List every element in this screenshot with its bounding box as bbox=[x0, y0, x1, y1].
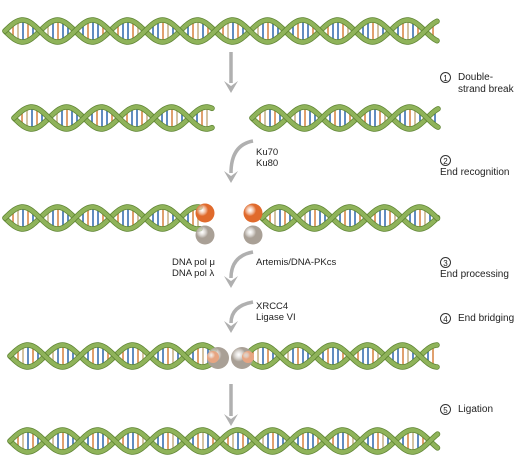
step-4: 4 End bridging bbox=[440, 313, 514, 325]
step-3: 3End processing bbox=[440, 257, 526, 281]
strand-a bbox=[3, 204, 202, 232]
protein-layer bbox=[195, 203, 263, 369]
strand-b bbox=[243, 342, 439, 370]
ligase-label: Ligase VI bbox=[256, 312, 296, 323]
strand-b bbox=[12, 104, 214, 132]
step-number-3: 3 bbox=[440, 257, 451, 268]
arrow-5 bbox=[224, 384, 238, 426]
arrow-1 bbox=[224, 52, 238, 93]
step-2: 2End recognition bbox=[440, 155, 526, 179]
xrcc4-label: XRCC4 bbox=[256, 301, 289, 312]
ku80-right bbox=[243, 225, 263, 245]
strand-b bbox=[8, 342, 216, 370]
step-1: 1 Double-strand break bbox=[440, 72, 522, 96]
step-number-1: 1 bbox=[440, 72, 451, 83]
ku80-label: Ku80 bbox=[256, 158, 279, 169]
dna-intact bbox=[2, 17, 440, 45]
ku70-right bbox=[243, 203, 263, 223]
step-label-1: Double-strand break bbox=[458, 72, 514, 95]
step-label-5: Ligation bbox=[458, 404, 494, 415]
strand-b bbox=[250, 104, 440, 132]
strand-b bbox=[3, 17, 439, 45]
ku70-label: Ku70 bbox=[256, 147, 279, 158]
arrow-head bbox=[224, 414, 238, 426]
arrow-4 bbox=[224, 300, 254, 333]
arrow-3 bbox=[224, 250, 254, 288]
bridge-ku70-right bbox=[242, 351, 254, 363]
ku80-left bbox=[195, 225, 215, 245]
step-number-5: 5 bbox=[440, 404, 451, 415]
step-label-3: End processing bbox=[440, 269, 509, 280]
strand-b bbox=[8, 427, 440, 455]
step-label-2: End recognition bbox=[440, 167, 510, 178]
strand-b bbox=[3, 204, 202, 232]
strand-b bbox=[260, 204, 440, 232]
dna-ku-left bbox=[2, 204, 203, 232]
dna-broken-right bbox=[249, 104, 441, 132]
step-number-2: 2 bbox=[440, 155, 451, 166]
step-5: 5 Ligation bbox=[440, 404, 493, 416]
dna-ku-right bbox=[259, 204, 441, 232]
step-number-4: 4 bbox=[440, 313, 451, 324]
arrow-head bbox=[224, 276, 238, 288]
dna-bridged-right bbox=[242, 342, 440, 370]
arrow-shaft bbox=[229, 250, 254, 279]
strand-a bbox=[12, 104, 214, 132]
strand-a bbox=[260, 204, 440, 232]
arrow-layer bbox=[224, 52, 254, 426]
pol-lambda-label: DNA pol λ bbox=[172, 268, 215, 279]
ku70-left bbox=[195, 203, 215, 223]
arrow-head bbox=[224, 171, 238, 183]
strand-a bbox=[250, 104, 440, 132]
arrow-shaft bbox=[229, 139, 254, 174]
arrow-head bbox=[224, 321, 238, 333]
arrow-2 bbox=[224, 139, 254, 183]
dna-ligated bbox=[7, 427, 441, 455]
strand-a bbox=[3, 17, 439, 45]
dna-broken-left bbox=[11, 104, 215, 132]
strand-a bbox=[243, 342, 439, 370]
artemis-label: Artemis/DNA-PKcs bbox=[256, 257, 337, 268]
helix-layer bbox=[2, 17, 441, 455]
arrow-head bbox=[224, 81, 238, 93]
step-label-4: End bridging bbox=[458, 313, 515, 324]
arrow-shaft bbox=[229, 300, 254, 324]
bridge-ku70-left bbox=[207, 351, 219, 363]
dna-bridged-left bbox=[7, 342, 217, 370]
pol-mu-label: DNA pol μ bbox=[172, 257, 215, 268]
